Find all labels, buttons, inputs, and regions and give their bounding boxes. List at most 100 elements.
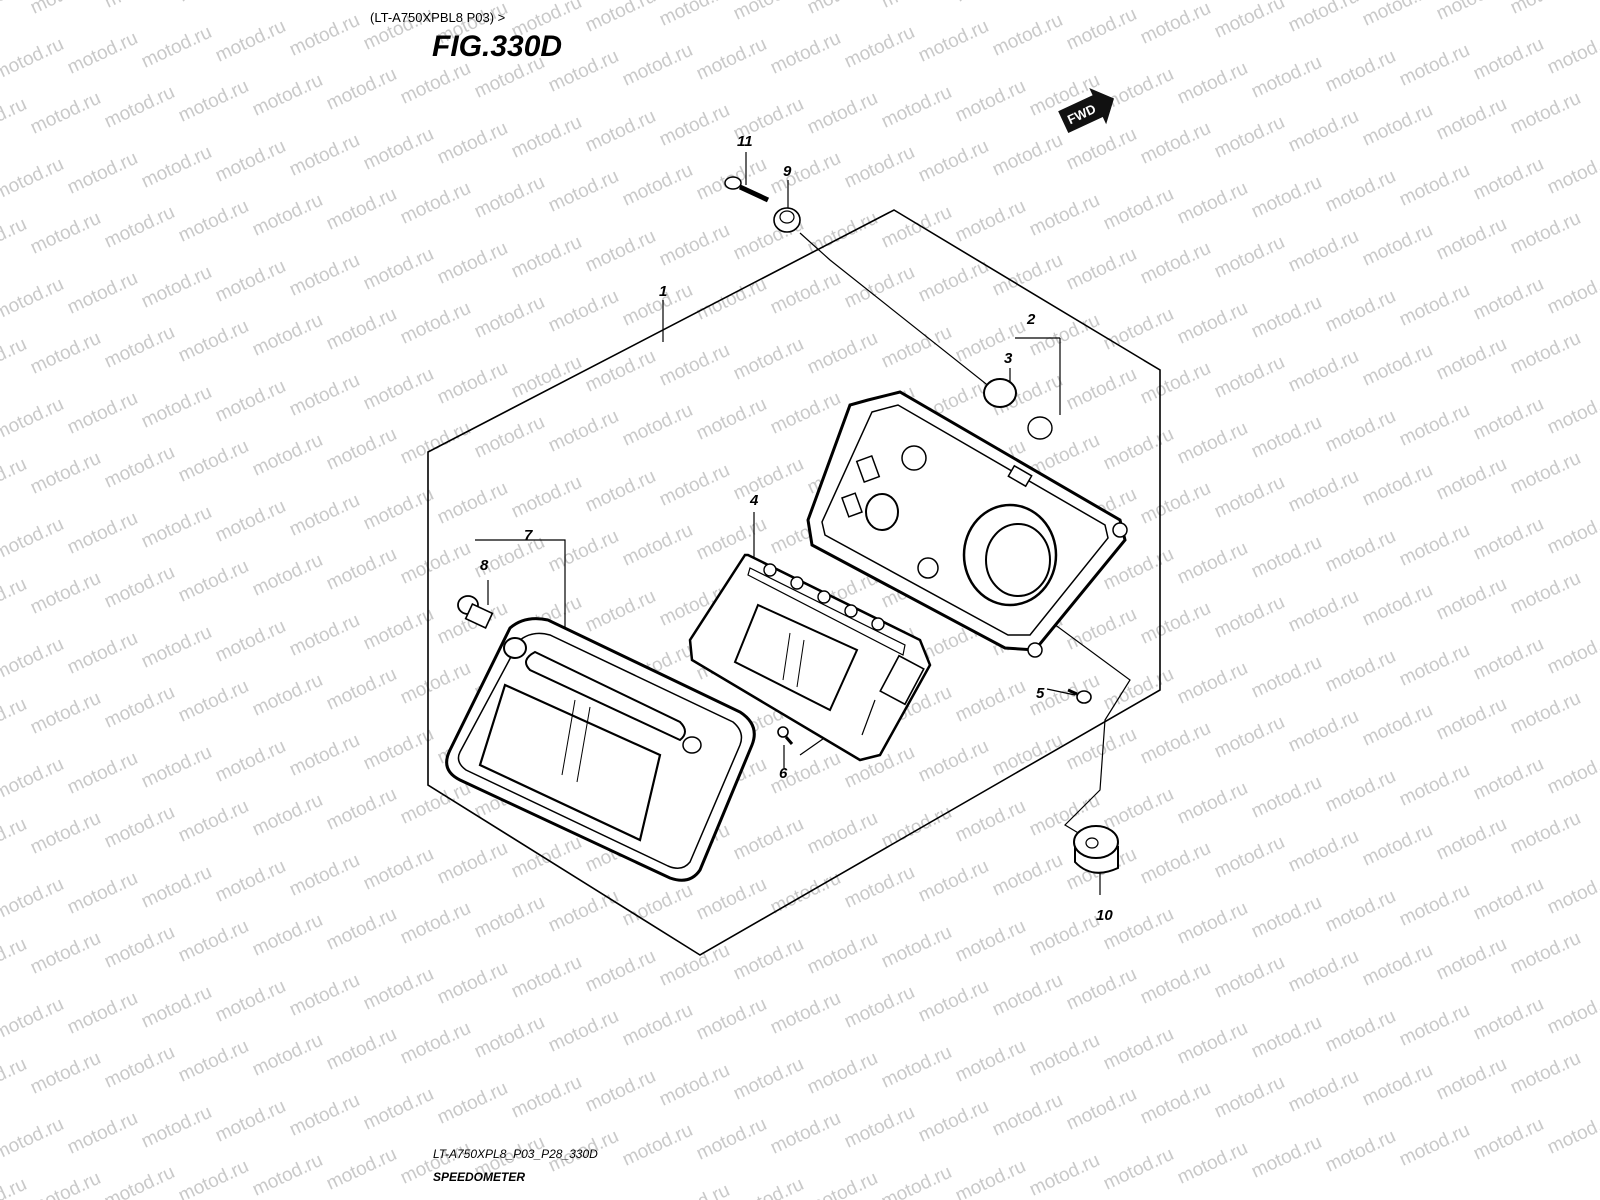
watermark-text: motod.ru xyxy=(212,976,289,1027)
watermark-text: motod.ru xyxy=(175,916,252,967)
watermark-text: motod.ru xyxy=(767,868,844,919)
watermark-text: motod.ru xyxy=(397,418,474,469)
watermark-text: motod.ru xyxy=(1433,574,1510,625)
watermark-text: motod.ru xyxy=(1322,406,1399,457)
watermark-text: motod.ru xyxy=(582,586,659,637)
watermark-text: motod.ru xyxy=(1322,1126,1399,1177)
watermark-text: motod.ru xyxy=(360,364,437,415)
watermark-text: motod.ru xyxy=(27,568,104,619)
watermark-text: motod.ru xyxy=(582,106,659,157)
watermark-text: motod.ru xyxy=(249,1030,326,1081)
watermark-text: motod.ru xyxy=(693,1114,770,1165)
callout-2: 2 xyxy=(1026,311,1036,328)
watermark-text: motod.ru xyxy=(286,850,363,901)
watermark-text: motod.ru xyxy=(1100,304,1177,355)
watermark-text: motod.ru xyxy=(1026,310,1103,361)
watermark-text: motod.ru xyxy=(545,406,622,457)
watermark-text: motod.ru xyxy=(1359,0,1436,31)
watermark-text: motod.ru xyxy=(1396,160,1473,211)
watermark-text: motod.ru xyxy=(1063,364,1140,415)
watermark-text: motod.ru xyxy=(138,22,215,73)
watermark-text: motod.ru xyxy=(64,988,141,1039)
watermark-text: motod.ru xyxy=(1359,1060,1436,1111)
watermark-text: motod.ru xyxy=(1322,526,1399,577)
watermark-text: motod.ru xyxy=(0,694,30,745)
watermark-text: motod.ru xyxy=(1470,514,1547,565)
watermark-text: motod.ru xyxy=(1396,880,1473,931)
watermark-text: motod.ru xyxy=(1544,508,1600,559)
watermark-text: motod.ru xyxy=(989,730,1066,781)
watermark-text: motod.ru xyxy=(1174,298,1251,349)
watermark-text: motod.ru xyxy=(693,34,770,85)
watermark-text: motod.ru xyxy=(1507,1048,1584,1099)
watermark-text: motod.ru xyxy=(841,22,918,73)
figure-title: FIG.330D xyxy=(432,30,562,63)
watermark-text: motod.ru xyxy=(249,70,326,121)
watermark-text: motod.ru xyxy=(656,1180,733,1200)
watermark-text: motod.ru xyxy=(1100,1024,1177,1075)
watermark-text: motod.ru xyxy=(1470,274,1547,325)
watermark-text: motod.ru xyxy=(1322,286,1399,337)
watermark-text: motod.ru xyxy=(175,556,252,607)
watermark-text: motod.ru xyxy=(878,922,955,973)
watermark-text: motod.ru xyxy=(1211,832,1288,883)
watermark-text: motod.ru xyxy=(545,286,622,337)
watermark-text: motod.ru xyxy=(27,328,104,379)
watermark-text: motod.ru xyxy=(64,148,141,199)
watermark-text: motod.ru xyxy=(1396,760,1473,811)
watermark-text: motod.ru xyxy=(27,1048,104,1099)
watermark-text: motod.ru xyxy=(0,154,67,205)
watermark-text: motod.ru xyxy=(1544,748,1600,799)
watermark-text: motod.ru xyxy=(693,994,770,1045)
watermark-text: motod.ru xyxy=(1507,88,1584,139)
watermark-text: motod.ru xyxy=(582,946,659,997)
watermark-text: motod.ru xyxy=(0,754,67,805)
watermark-text: motod.ru xyxy=(434,118,511,169)
watermark-text: motod.ru xyxy=(952,196,1029,247)
watermark-text: motod.ru xyxy=(619,400,696,451)
watermark-text: motod.ru xyxy=(0,214,30,265)
watermark-text: motod.ru xyxy=(27,688,104,739)
watermark-text: motod.ru xyxy=(915,856,992,907)
watermark-text: motod.ru xyxy=(1470,34,1547,85)
watermark-text: motod.ru xyxy=(582,226,659,277)
watermark-text: motod.ru xyxy=(64,268,141,319)
watermark-text: motod.ru xyxy=(730,0,807,25)
watermark-text: motod.ru xyxy=(1433,814,1510,865)
watermark-text: motod.ru xyxy=(138,982,215,1033)
watermark-text: motod.ru xyxy=(397,898,474,949)
watermark-text: motod.ru xyxy=(101,922,178,973)
watermark-text: motod.ru xyxy=(1137,598,1214,649)
callout-8: 8 xyxy=(480,557,489,574)
watermark-text: motod.ru xyxy=(286,370,363,421)
watermark-text: motod.ru xyxy=(175,1156,252,1200)
cap-part-10-icon xyxy=(1073,825,1119,874)
watermark-text: motod.ru xyxy=(1137,358,1214,409)
watermark-text: motod.ru xyxy=(915,136,992,187)
watermark-text: motod.ru xyxy=(1248,172,1325,223)
watermark-text: motod.ru xyxy=(619,520,696,571)
watermark-text: motod.ru xyxy=(767,148,844,199)
watermark-text: motod.ru xyxy=(212,256,289,307)
watermark-text: motod.ru xyxy=(1137,0,1214,49)
watermark-text: motod.ru xyxy=(286,490,363,541)
watermark-text: motod.ru xyxy=(545,526,622,577)
watermark-text: motod.ru xyxy=(1137,118,1214,169)
screw-part-5-icon xyxy=(1067,688,1092,704)
watermark-text: motod.ru xyxy=(434,958,511,1009)
watermark-text: motod.ru xyxy=(841,1102,918,1153)
watermark-text: motod.ru xyxy=(101,562,178,613)
watermark-text: motod.ru xyxy=(1433,94,1510,145)
watermark-text: motod.ru xyxy=(27,208,104,259)
watermark-text: motod.ru xyxy=(1137,238,1214,289)
watermark-text: motod.ru xyxy=(0,574,30,625)
watermark-text: motod.ru xyxy=(286,10,363,61)
screw-part-6-icon xyxy=(777,726,794,745)
watermark-text: motod.ru xyxy=(0,94,30,145)
watermark-text: motod.ru xyxy=(1248,292,1325,343)
watermark-text: motod.ru xyxy=(1544,268,1600,319)
watermark-text: motod.ru xyxy=(212,16,289,67)
watermark-text: motod.ru xyxy=(545,1006,622,1057)
watermark-text: motod.ru xyxy=(101,802,178,853)
watermark-text: motod.ru xyxy=(0,1054,30,1105)
